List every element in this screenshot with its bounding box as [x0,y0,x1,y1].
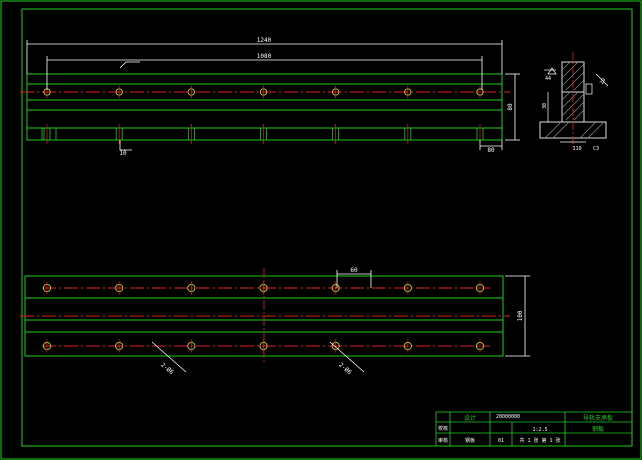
section-dimensions [544,67,609,143]
dim-section-bottom: 110 [572,146,581,152]
section-view [539,52,607,148]
dim-section-right: 20 [599,77,607,85]
title-qty: 01 [498,438,504,444]
dim-section-side: 30 [542,103,548,109]
top-hole-row [43,85,484,99]
top-dimensions [26,40,520,151]
dim-pitch-top: 10 [119,150,127,157]
bottom-view [20,268,510,362]
dim-overall-length: 1240 [257,37,272,44]
dim-section-c3: C3 [593,146,599,152]
title-designer: 设计 [464,414,476,422]
dim-hole-span: 1080 [257,53,272,60]
title-block [435,411,633,447]
dim-section-top: 44 [545,76,551,82]
hole-callout-right: 2-Ø6 [337,362,353,377]
title-sheet: 共 1 张 第 1 张 [519,437,560,444]
bottom-dimensions [151,270,530,373]
top-slot-ticks [41,124,484,144]
dim-hole-pitch: 60 [350,267,358,274]
sheet-border-inner [21,8,633,447]
top-view [20,73,510,144]
title-date-stamp: 20000000 [496,414,520,420]
bottom-hole-row-lower [42,339,485,353]
hole-callout-left: 2-Ø6 [159,362,175,377]
title-part-name: 导轨支承板 [583,414,613,422]
title-part-subname: 钢板 [592,425,604,433]
bottom-hole-row-upper [42,281,485,295]
dim-bottom-height: 100 [517,310,524,321]
title-material: 钢板 [465,437,475,444]
title-check: 校核 [438,425,448,432]
dim-end-offset: 80 [487,147,495,154]
title-scale: 1:2.5 [532,427,547,433]
title-audit: 审核 [438,437,448,444]
dim-top-height: 80 [507,103,514,111]
